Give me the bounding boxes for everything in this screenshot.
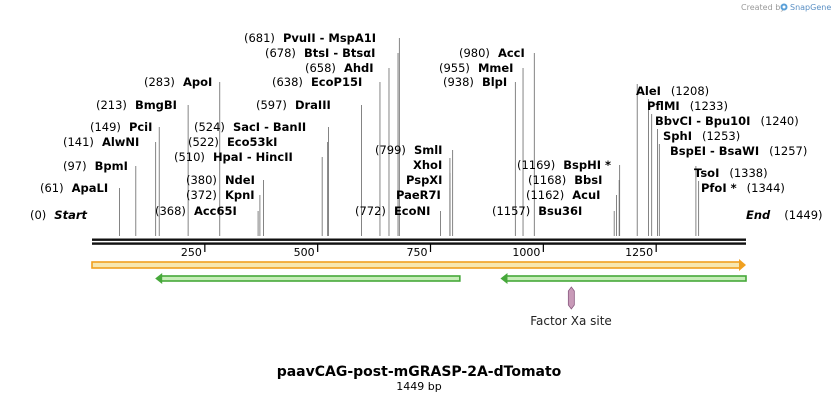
enzyme-label: AleI(1208)	[636, 84, 709, 98]
enzyme-label: BspEI- BsaWI(1257)	[670, 144, 807, 158]
enzyme-label: (368)Acc65I	[155, 204, 237, 218]
tick-label: 1250	[625, 246, 653, 259]
enzyme-label: PflMI(1233)	[647, 99, 728, 113]
enzyme-label: (799)SmlI	[375, 143, 442, 157]
green-feature-arrow	[160, 275, 461, 282]
sequence-backbone	[92, 238, 746, 245]
scale-ticks: 250 500 750 1000 1250	[181, 244, 657, 259]
enzyme-label: (681)PvuII- MspA1I	[244, 31, 376, 45]
enzyme-label: (980)AccI	[459, 46, 525, 60]
tick-label: 1000	[512, 246, 540, 259]
credit-brand: SnapGene	[790, 3, 831, 12]
map-length: 1449 bp	[396, 380, 441, 393]
tick-label: 750	[407, 246, 428, 259]
start-label: (0)Start	[30, 208, 88, 222]
enzyme-label: (1168)BbsI	[528, 173, 602, 187]
enzyme-labels: (61)ApaLI (97)BpmI (141)AlwNI(149)PciI (213…	[40, 31, 807, 218]
credit-text: Created by	[741, 3, 785, 12]
tick-label: 250	[181, 246, 202, 259]
enzyme-label: PaeR7I	[396, 188, 441, 202]
enzyme-label: (141)AlwNI	[63, 135, 139, 149]
enzyme-label: (213)BmgBI	[96, 98, 177, 112]
enzyme-label: PfoI *(1344)	[701, 181, 785, 195]
enzyme-label: (772)EcoNI	[355, 204, 430, 218]
green-arrow-head	[500, 273, 508, 284]
green-arrow-head	[155, 273, 163, 284]
enzyme-label: BbvCI- Bpu10I(1240)	[655, 114, 799, 128]
feature-track	[91, 259, 747, 310]
enzyme-label: (61)ApaLI	[40, 181, 108, 195]
enzyme-label: (658)AhdI	[305, 61, 374, 75]
enzyme-label: (149)PciI	[90, 120, 152, 134]
enzyme-label: PspXI	[406, 173, 442, 187]
factor-xa-label: Factor Xa site	[530, 314, 612, 328]
map-title: paavCAG-post-mGRASP-2A-dTomato	[277, 364, 562, 380]
factor-xa-marker	[567, 286, 575, 310]
enzyme-label: (380)NdeI	[186, 173, 255, 187]
enzyme-label: (372)KpnI	[186, 188, 255, 202]
snapgene-logo-icon	[780, 3, 788, 11]
end-label: End(1449)	[746, 208, 823, 222]
enzyme-label: (524)SacI- BanII	[194, 120, 306, 134]
green-feature-arrow	[505, 275, 747, 282]
enzyme-label: (597)DraIII	[256, 98, 331, 112]
enzyme-label: (1157)Bsu36I	[492, 204, 582, 218]
enzyme-label: (678)BtsI- BtsαI	[265, 46, 375, 60]
enzyme-label: SphI(1253)	[663, 129, 740, 143]
enzyme-label: (522)Eco53kI	[188, 135, 277, 149]
orange-feature-arrow	[91, 261, 741, 269]
enzyme-label: XhoI	[413, 158, 442, 172]
enzyme-label: TsoI(1338)	[694, 166, 768, 180]
enzyme-label: (283)ApoI	[144, 75, 212, 89]
enzyme-label: (1162)AcuI	[526, 188, 600, 202]
enzyme-leader-lines	[119, 38, 700, 236]
enzyme-label: (638)EcoP15I	[272, 75, 362, 89]
enzyme-label: (97)BpmI	[63, 159, 128, 173]
enzyme-label: (1169)BspHI *	[517, 158, 611, 172]
enzyme-label: (938)BlpI	[443, 75, 507, 89]
orange-arrow-head	[739, 259, 746, 271]
enzyme-label: (955)MmeI	[439, 61, 513, 75]
tick-label: 500	[294, 246, 315, 259]
enzyme-label: (510)HpaI- HincII	[174, 150, 293, 164]
